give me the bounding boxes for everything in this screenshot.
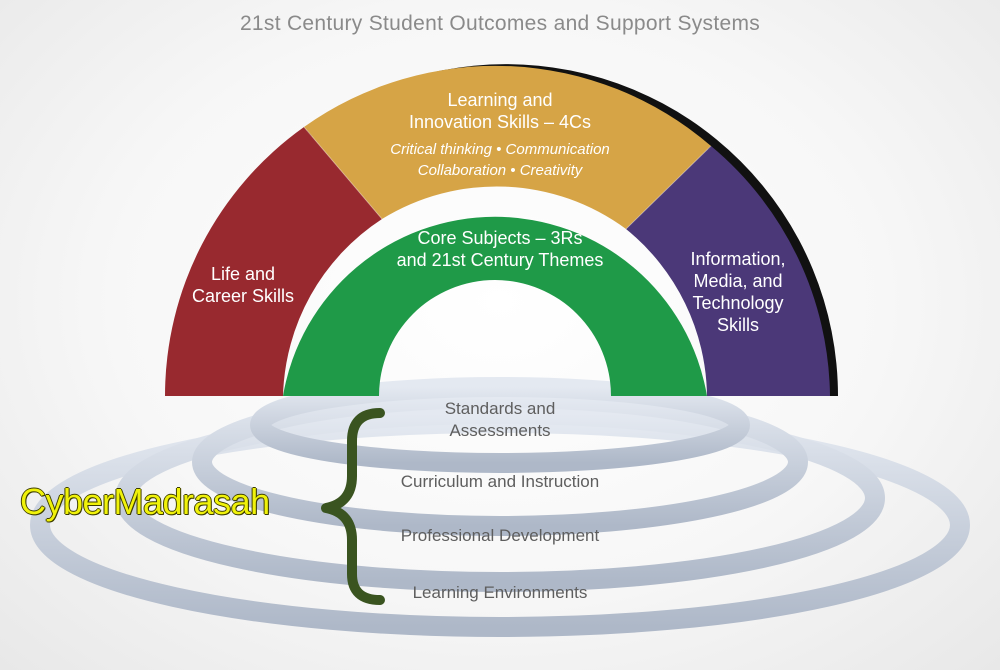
support-rings — [30, 377, 970, 637]
brand-watermark: CyberMadrasah — [20, 481, 270, 522]
ring-curriculum-instruction — [192, 388, 808, 536]
segment-learning-innovation — [304, 65, 711, 229]
segment-info-media-tech — [626, 146, 830, 396]
diagram-title: 21st Century Student Outcomes and Suppor… — [239, 12, 761, 35]
label-learning-environments: Learning Environments — [412, 583, 588, 602]
label-curriculum-instruction: Curriculum and Instruction — [400, 472, 600, 491]
label-learning-innovation: Learning and Innovation Skills – 4Cs Cri… — [390, 90, 610, 179]
label-info-media-tech: Information, Media, and Technology Skill… — [690, 249, 786, 335]
ring-standards-assessments — [250, 377, 750, 473]
label-life-career: Life and Career Skills — [191, 264, 295, 306]
segment-core-subjects — [283, 216, 707, 396]
label-standards-assessments: Standards and Assessments — [444, 399, 556, 440]
segment-life-career — [165, 127, 382, 396]
brace-icon — [321, 408, 385, 605]
ring-professional-development — [115, 404, 885, 592]
segment-separators — [303, 126, 712, 230]
label-core-subjects: Core Subjects – 3Rs and 21st Century The… — [396, 228, 604, 270]
label-professional-development: Professional Development — [400, 526, 600, 545]
